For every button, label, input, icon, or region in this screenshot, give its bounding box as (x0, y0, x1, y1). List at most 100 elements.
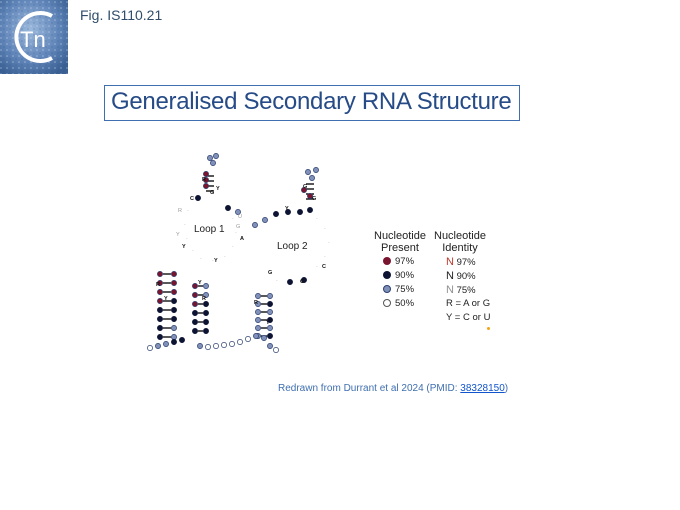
legend-present-heading: Nucleotide Present (374, 230, 426, 254)
nucleotide-dot (273, 347, 279, 353)
nucleotide-dot (197, 343, 203, 349)
citation-text: Redrawn from Durrant et al 2024 (PMID: (278, 383, 461, 394)
legend-identity-90: N 90% (446, 270, 476, 282)
nucleotide-dot (171, 280, 177, 286)
nucleotide-dot (267, 333, 273, 339)
nucleotide-dot (203, 171, 209, 177)
legend-present-97: 97% (383, 256, 414, 267)
nucleotide-letter: G (312, 196, 316, 202)
nucleotide-dot (261, 335, 267, 341)
nucleotide-letter: Y (198, 280, 202, 286)
nucleotide-letter: Y (266, 320, 270, 326)
nucleotide-letter: · (212, 258, 214, 264)
nucleotide-letter: Y (182, 244, 186, 250)
nucleotide-dot (255, 301, 261, 307)
identity-letter-97: N (446, 256, 454, 268)
nucleotide-letter: R (202, 296, 206, 302)
nucleotide-dot (267, 325, 273, 331)
legend-present-75: 75% (383, 284, 414, 295)
nucleotide-letter: A (240, 236, 244, 242)
nucleotide-dot (253, 333, 259, 339)
nucleotide-dot (203, 301, 209, 307)
nucleotide-dot (203, 328, 209, 334)
nucleotide-letter: · (192, 248, 194, 254)
tn-logo: Tn (0, 0, 68, 74)
dot-75-icon (383, 285, 391, 293)
identity-letter-90: N (446, 270, 454, 282)
nucleotide-letter: U (238, 214, 242, 220)
nucleotide-letter: Y (214, 258, 218, 264)
nucleotide-dot (179, 337, 185, 343)
nucleotide-dot (287, 279, 293, 285)
nucleotide-dot (267, 317, 273, 323)
page-title: Generalised Secondary RNA Structure (111, 88, 512, 115)
nucleotide-dot (307, 207, 313, 213)
citation-suffix: ) (504, 383, 509, 394)
nucleotide-letter: · (200, 256, 202, 262)
pmid-link[interactable]: 38328150 (460, 383, 505, 394)
legend-identity-97-label: 97% (456, 257, 476, 268)
nucleotide-dot (203, 283, 209, 289)
legend-present-50: 50% (383, 298, 414, 309)
loop1-label: Loop 1 (194, 224, 225, 235)
nucleotide-letter: · (324, 226, 326, 232)
nucleotide-dots (147, 153, 319, 353)
nucleotide-letter: · (224, 254, 226, 260)
nucleotide-dot (157, 280, 163, 286)
nucleotide-dot (205, 344, 211, 350)
legend-identity-heading: Nucleotide Identity (434, 230, 486, 254)
orange-marker (487, 327, 490, 330)
nucleotide-dot (192, 319, 198, 325)
nucleotide-dot (203, 319, 209, 325)
nucleotide-dot (273, 211, 279, 217)
nucleotide-dot (157, 298, 163, 304)
nucleotide-letter: G (303, 184, 307, 190)
nucleotide-letter: R (156, 282, 160, 288)
nucleotide-dot (301, 187, 307, 193)
nucleotide-letter: · (184, 222, 186, 228)
nucleotide-letter: G (236, 224, 240, 230)
nucleotide-letter: · (232, 216, 234, 222)
nucleotide-dot (171, 307, 177, 313)
legend-present-75-label: 75% (395, 284, 415, 295)
nucleotide-dot (171, 316, 177, 322)
nucleotide-letter: Y (285, 206, 289, 212)
figure-label: Fig. IS110.21 (80, 7, 163, 23)
nucleotide-dot (305, 169, 311, 175)
legend-identity-97: N 97% (446, 256, 476, 268)
loop2-label: Loop 2 (277, 241, 308, 252)
nucleotide-dot (171, 298, 177, 304)
nucleotide-dot (171, 334, 177, 340)
nucleotide-dot (203, 310, 209, 316)
nucleotide-letter: C (190, 196, 194, 202)
nucleotide-dot (163, 341, 169, 347)
legend-present-97-label: 97% (395, 256, 415, 267)
nucleotide-dot (229, 341, 235, 347)
nucleotide-dot (255, 325, 261, 331)
nucleotide-dot (210, 160, 216, 166)
legend-identity-heading-line1: Nucleotide (434, 230, 486, 242)
nucleotide-dot (203, 183, 209, 189)
nucleotide-dot (235, 209, 241, 215)
nucleotide-dot (213, 343, 219, 349)
nucleotide-letter: · (187, 208, 189, 214)
legend-identity-heading-line2: Identity (442, 242, 478, 254)
nucleotide-dot (255, 309, 261, 315)
nucleotide-letter: Y (216, 186, 220, 192)
rna-structure-diagram: RYGC··········RYYYAUG······YCGGGGRYYRRY … (147, 153, 330, 353)
nucleotide-dot (267, 309, 273, 315)
nucleotide-dot (285, 209, 291, 215)
nucleotide-letter: G (268, 270, 272, 276)
nucleotide-dot (157, 325, 163, 331)
nucleotide-dot (221, 342, 227, 348)
legend-y-note: Y = C or U (446, 312, 491, 323)
nucleotide-dot (171, 271, 177, 277)
nucleotide-dot (147, 345, 153, 351)
nucleotide-dot (207, 155, 213, 161)
nucleotide-letter: · (328, 240, 330, 246)
nucleotide-dot (309, 175, 315, 181)
nucleotide-dot (213, 153, 219, 159)
nucleotide-letter: · (232, 244, 234, 250)
legend-r-note: R = A or G (446, 298, 491, 309)
